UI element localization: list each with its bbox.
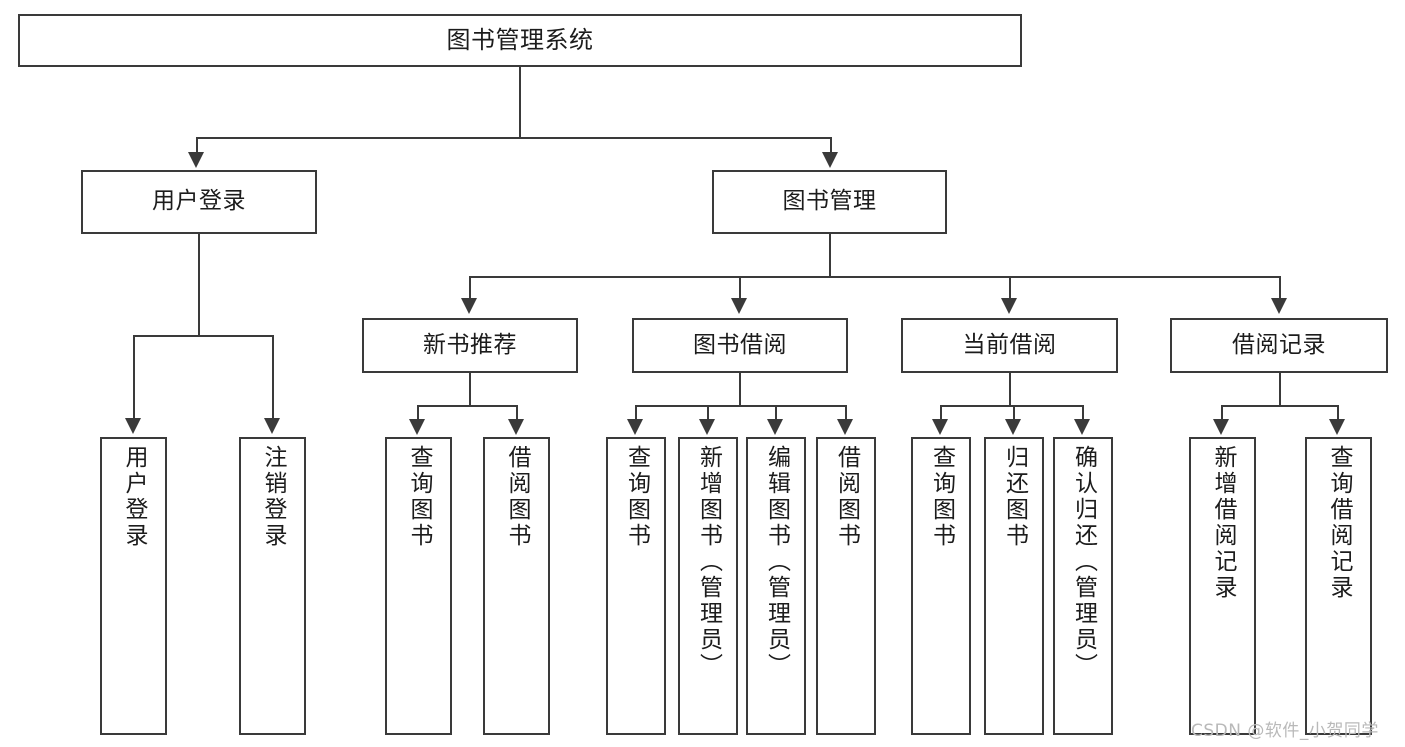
node-current-borrow[interactable]: 当前借阅 [901, 318, 1118, 373]
connector-book-borrow-child-1 [635, 405, 637, 421]
arrowhead-leaf-query-record [1329, 419, 1345, 435]
node-leaf-user-login[interactable]: 用户登录 [100, 437, 167, 735]
connector-book-manage-child-2 [739, 276, 741, 301]
node-label: 注销登录 [260, 445, 286, 549]
arrowhead-leaf-user-logout [264, 418, 280, 434]
connector-current-borrow-stem [1009, 373, 1011, 405]
node-root-book-management-system[interactable]: 图书管理系统 [18, 14, 1022, 67]
connector-new-book-recommend-bus [417, 405, 517, 407]
connector-book-manage-bus [469, 276, 1280, 278]
node-label: 用户登录 [121, 445, 147, 549]
arrowhead-book-borrow [731, 298, 747, 314]
arrowhead-leaf-return-book [1005, 419, 1021, 435]
node-label: 图书管理系统 [446, 26, 594, 55]
connector-book-borrow-child-3 [775, 405, 777, 421]
node-label: 新增图书（管理员） [695, 445, 722, 679]
arrowhead-leaf-confirm-return [1074, 419, 1090, 435]
arrowhead-leaf-add-book [699, 419, 715, 435]
connector-book-manage-child-1 [469, 276, 471, 301]
node-leaf-return-book[interactable]: 归还图书 [984, 437, 1044, 735]
node-leaf-user-logout[interactable]: 注销登录 [239, 437, 306, 735]
connector-root-bus [196, 137, 831, 139]
arrowhead-leaf-query-book-cur [932, 419, 948, 435]
node-new-book-recommend[interactable]: 新书推荐 [362, 318, 578, 373]
connector-root-to-book-manage [830, 137, 832, 155]
arrowhead-new-book-recommend [461, 298, 477, 314]
node-label: 确认归还（管理员） [1070, 445, 1097, 679]
connector-book-manage-stem [829, 234, 831, 276]
node-label: 归还图书 [1001, 445, 1028, 549]
connector-book-borrow-bus [635, 405, 847, 407]
connector-root-to-user-login [196, 137, 198, 155]
node-leaf-borrow-book-rec[interactable]: 借阅图书 [483, 437, 550, 735]
connector-user-login-stem [198, 234, 200, 335]
node-book-manage[interactable]: 图书管理 [712, 170, 947, 234]
node-leaf-add-book[interactable]: 新增图书（管理员） [678, 437, 738, 735]
arrowhead-borrow-record [1271, 298, 1287, 314]
node-label: 借阅记录 [1232, 331, 1326, 358]
node-label: 编辑图书（管理员） [763, 445, 790, 679]
arrowhead-leaf-borrow-book-rec [508, 419, 524, 435]
node-leaf-borrow-book[interactable]: 借阅图书 [816, 437, 876, 735]
node-user-login[interactable]: 用户登录 [81, 170, 317, 234]
arrowhead-leaf-edit-book [767, 419, 783, 435]
node-leaf-query-book-cur[interactable]: 查询图书 [911, 437, 971, 735]
node-label: 借阅图书 [833, 445, 860, 549]
connector-current-borrow-child-3 [1082, 405, 1084, 421]
connector-user-login-child-2 [272, 335, 274, 421]
connector-user-login-bus [133, 335, 272, 337]
connector-borrow-record-child-1 [1221, 405, 1223, 421]
arrowhead-book-manage [822, 152, 838, 168]
node-leaf-add-record[interactable]: 新增借阅记录 [1189, 437, 1256, 735]
node-label: 图书管理 [782, 188, 877, 215]
node-label: 当前借阅 [962, 331, 1057, 358]
arrowhead-user-login [188, 152, 204, 168]
arrowhead-leaf-query-book-borrow [627, 419, 643, 435]
node-label: 用户登录 [152, 188, 246, 215]
node-label: 图书借阅 [693, 331, 787, 358]
connector-book-manage-child-3 [1009, 276, 1011, 301]
node-leaf-query-record[interactable]: 查询借阅记录 [1305, 437, 1372, 735]
node-leaf-query-book-rec[interactable]: 查询图书 [385, 437, 452, 735]
connector-new-book-recommend-child-2 [516, 405, 518, 421]
arrowhead-leaf-add-record [1213, 419, 1229, 435]
node-label: 查询图书 [406, 445, 432, 549]
node-label: 查询图书 [928, 445, 955, 549]
connector-borrow-record-bus [1221, 405, 1338, 407]
node-borrow-record[interactable]: 借阅记录 [1170, 318, 1388, 373]
arrowhead-leaf-query-book-rec [409, 419, 425, 435]
arrowhead-leaf-user-login [125, 418, 141, 434]
node-leaf-edit-book[interactable]: 编辑图书（管理员） [746, 437, 806, 735]
node-leaf-query-book-borrow[interactable]: 查询图书 [606, 437, 666, 735]
node-label: 借阅图书 [504, 445, 530, 549]
connector-borrow-record-child-2 [1337, 405, 1339, 421]
connector-current-borrow-bus [940, 405, 1083, 407]
node-label: 新书推荐 [423, 331, 517, 358]
connector-book-borrow-child-4 [845, 405, 847, 421]
connector-new-book-recommend-stem [469, 373, 471, 405]
connector-book-borrow-stem [739, 373, 741, 405]
connector-user-login-child-1 [133, 335, 135, 421]
csdn-watermark: CSDN @软件_小贺同学 [1191, 721, 1379, 741]
connector-current-borrow-child-1 [940, 405, 942, 421]
connector-borrow-record-stem [1279, 373, 1281, 405]
node-label: 新增借阅记录 [1210, 445, 1236, 601]
connector-current-borrow-child-2 [1013, 405, 1015, 421]
connector-book-manage-child-4 [1279, 276, 1281, 301]
node-leaf-confirm-return[interactable]: 确认归还（管理员） [1053, 437, 1113, 735]
connector-book-borrow-child-2 [707, 405, 709, 421]
connector-new-book-recommend-child-1 [417, 405, 419, 421]
arrowhead-leaf-borrow-book [837, 419, 853, 435]
node-label: 查询借阅记录 [1326, 445, 1352, 601]
node-book-borrow[interactable]: 图书借阅 [632, 318, 848, 373]
connector-root-stem [519, 67, 521, 137]
node-label: 查询图书 [623, 445, 650, 549]
arrowhead-current-borrow [1001, 298, 1017, 314]
